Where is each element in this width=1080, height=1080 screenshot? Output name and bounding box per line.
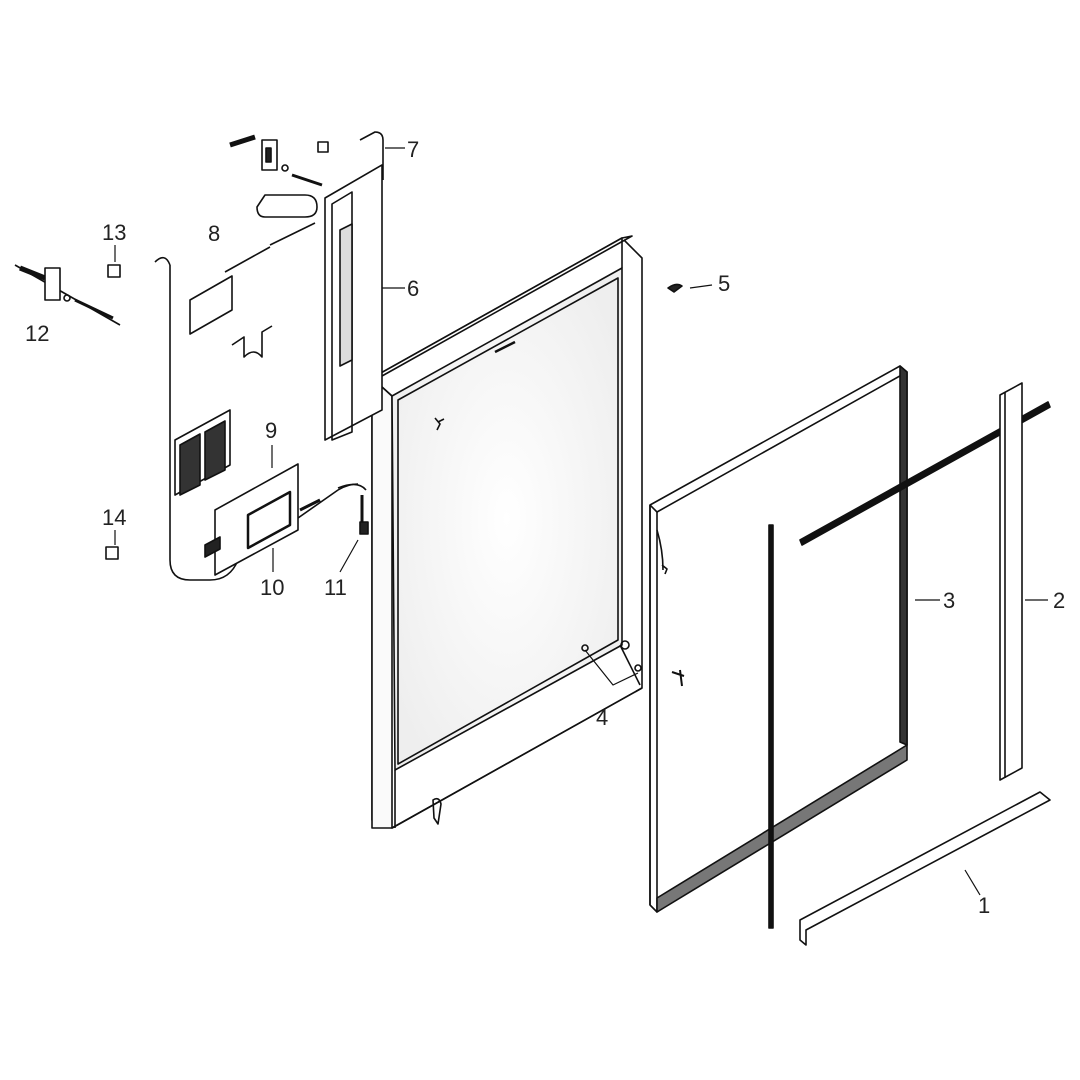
callout-9: 9 [265,418,278,443]
callout-14: 14 [102,505,127,530]
callout-8: 8 [208,221,221,246]
callout-10: 10 [260,575,285,600]
callout-12: 12 [25,321,50,346]
wall-fixings [14,134,683,560]
leader-lines [114,147,1048,896]
callout-7: 7 [407,137,420,162]
callout-3: 3 [943,588,956,613]
seal-strips [768,382,1051,946]
callout-2: 2 [1053,588,1066,613]
callout-6: 6 [407,276,420,301]
mirror-frame [371,235,643,829]
callout-4: 4 [596,705,609,730]
callout-11: 11 [324,575,347,600]
callout-1: 1 [978,893,991,918]
mounting-assembly [154,131,384,581]
callout-13: 13 [102,220,127,245]
callout-5: 5 [718,271,731,296]
glass-panel-seal [649,365,908,913]
